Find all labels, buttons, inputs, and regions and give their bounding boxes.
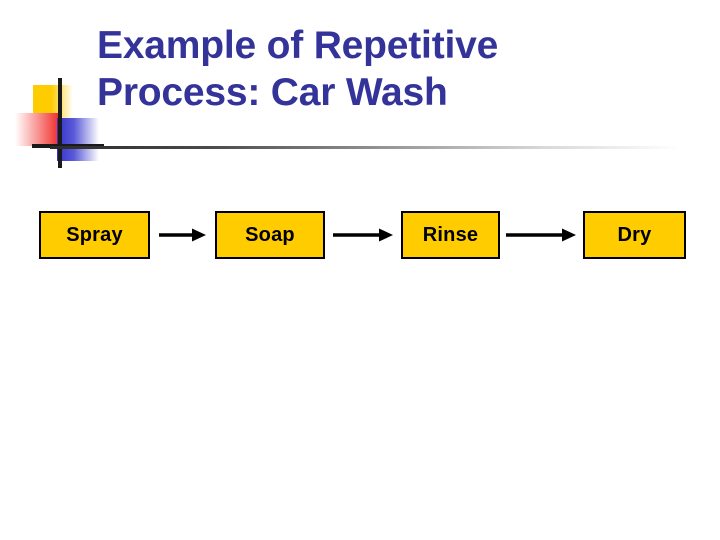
slide-title-line-1: Example of Repetitive (97, 24, 499, 67)
process-step-soap[interactable]: Soap (215, 211, 325, 259)
slide-title-line-2: Process: Car Wash (97, 71, 448, 114)
process-flow-diagram: Spray Soap Rinse Dry (0, 211, 720, 261)
title-divider-rule (50, 146, 682, 149)
process-step-label: Rinse (422, 223, 479, 246)
arrow-rinse-to-dry (506, 228, 576, 242)
process-step-label: Soap (245, 223, 295, 246)
process-step-dry[interactable]: Dry (583, 211, 686, 259)
accent-vertical-line (58, 78, 62, 168)
slide-title: Example of Repetitive Process: Car Wash (97, 22, 657, 116)
accent-blue-square (57, 118, 99, 161)
arrow-spray-to-soap (159, 228, 206, 242)
process-step-label: Dry (617, 223, 652, 246)
process-step-rinse[interactable]: Rinse (401, 211, 500, 259)
process-step-label: Spray (66, 223, 123, 246)
design-accent-graphic (12, 78, 104, 168)
process-step-spray[interactable]: Spray (39, 211, 150, 259)
arrow-soap-to-rinse (333, 228, 393, 242)
accent-red-square (15, 113, 58, 146)
